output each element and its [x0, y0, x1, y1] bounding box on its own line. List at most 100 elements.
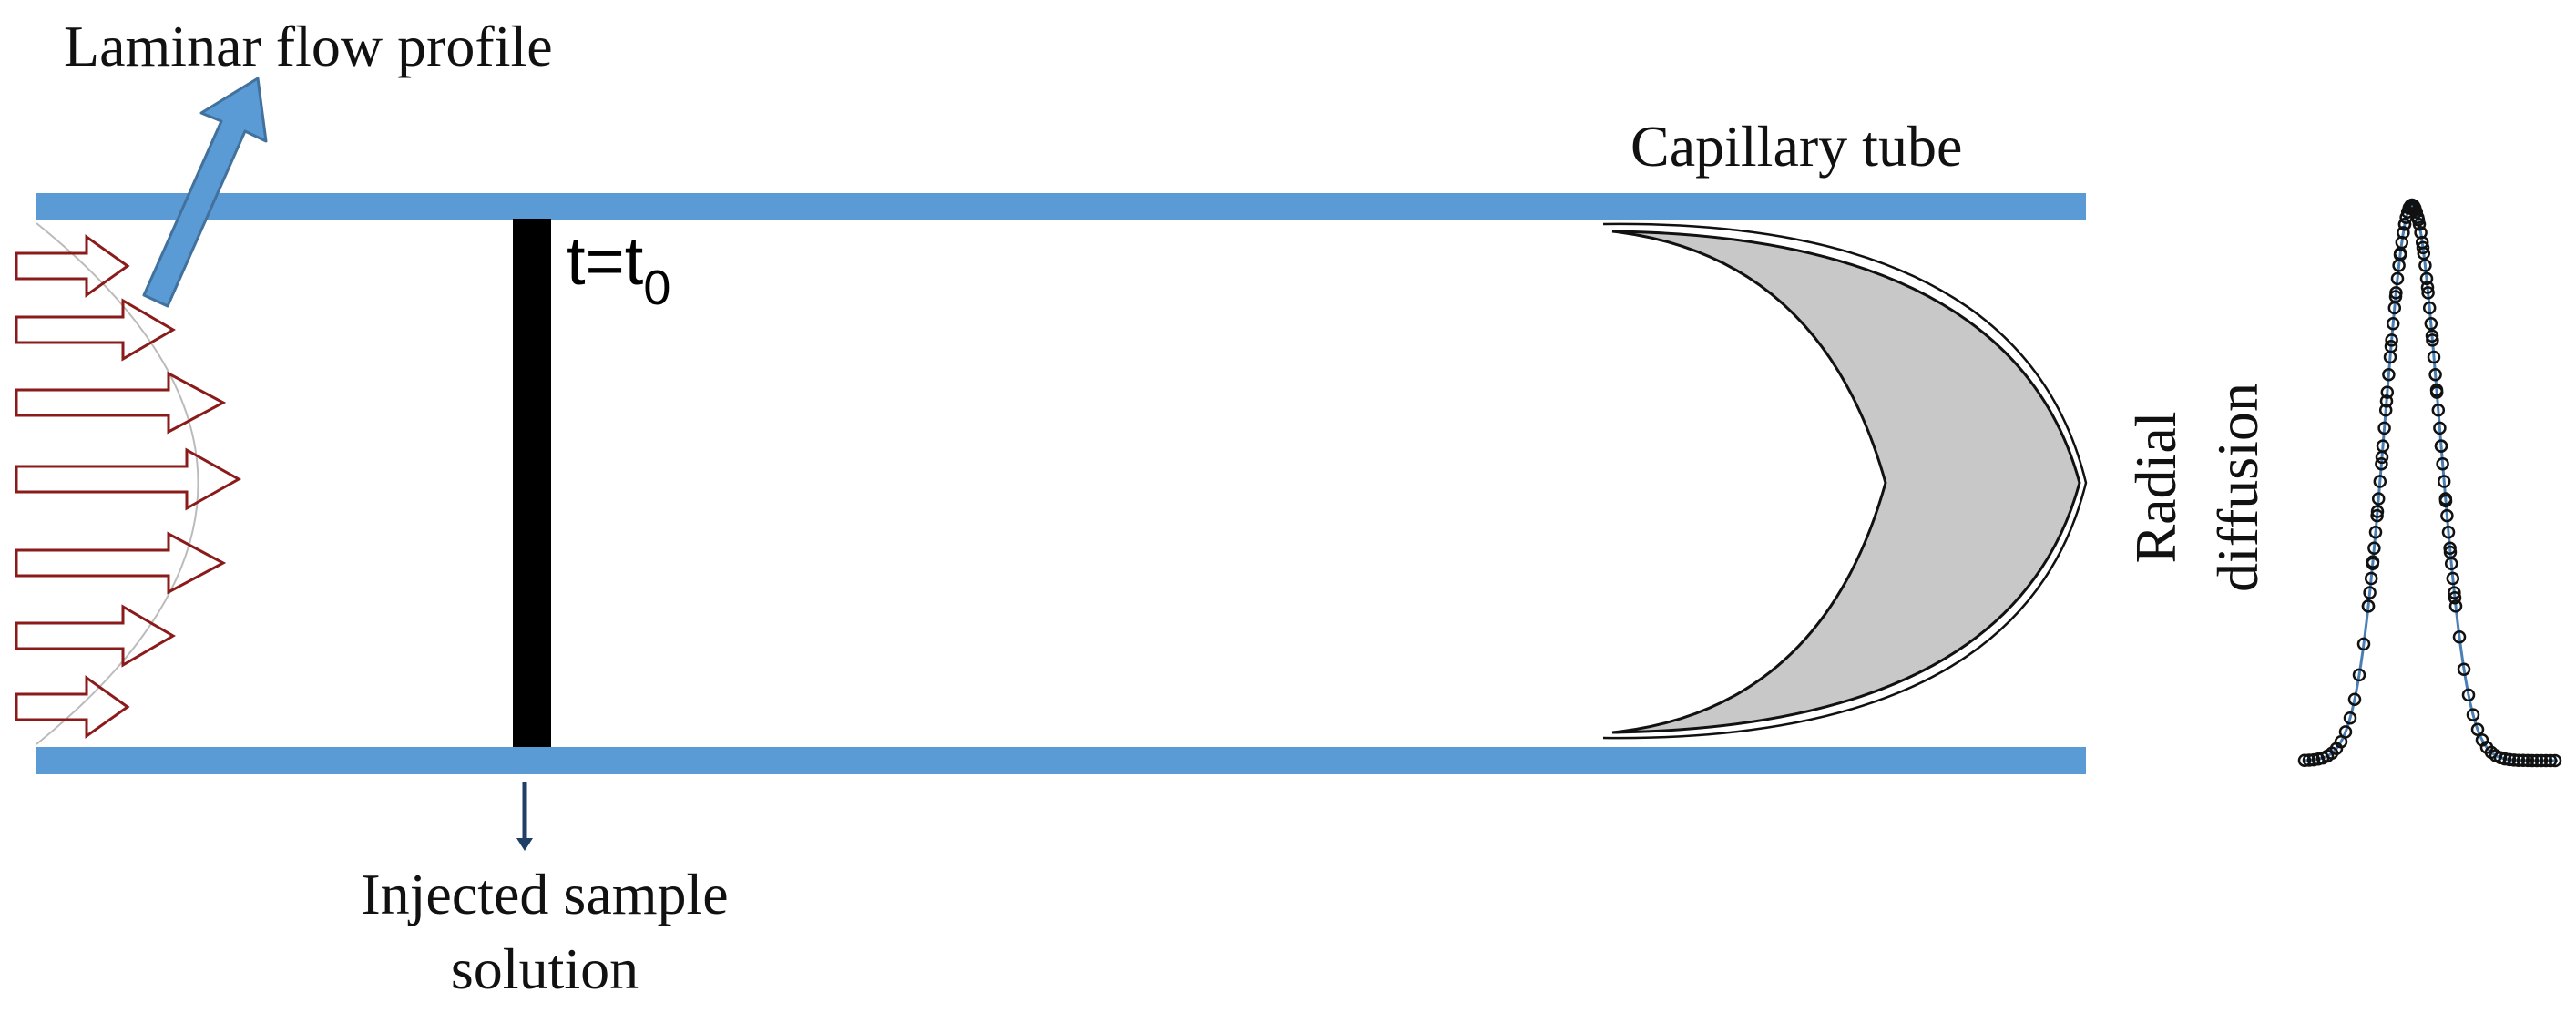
- flow-arrow-icon: [15, 531, 227, 595]
- peak-marker: [2386, 317, 2400, 331]
- peak-marker: [2367, 541, 2381, 556]
- peak-marker: [2434, 439, 2448, 453]
- peak-marker: [2419, 271, 2434, 286]
- peak-marker: [2436, 456, 2449, 471]
- peak-marker: [2516, 753, 2530, 768]
- peak-marker: [2416, 240, 2430, 255]
- peak-marker: [2387, 301, 2402, 315]
- peak-marker: [2470, 722, 2485, 737]
- radial-label: Radial: [2123, 411, 2188, 563]
- peak-marker: [2379, 394, 2394, 408]
- flow-arrows: [15, 234, 242, 739]
- peak-marker: [2440, 508, 2454, 523]
- dispersed-band-outer-stroke: [1602, 222, 2088, 740]
- peak-marker: [2534, 753, 2549, 768]
- peak-marker: [2502, 752, 2517, 767]
- peak-marker: [2361, 599, 2376, 613]
- peak-marker: [2448, 599, 2463, 613]
- capillary-tube-label: Capillary tube: [1630, 114, 1962, 179]
- peak-marker: [2385, 333, 2398, 347]
- peak-marker: [2548, 753, 2562, 768]
- peak-marker: [2427, 350, 2441, 364]
- pointer-arrow-icon: [142, 77, 268, 308]
- peak-marker: [2373, 475, 2387, 488]
- peak-marker: [2343, 711, 2357, 725]
- peak-marker: [2297, 753, 2312, 767]
- peak-marker: [2368, 525, 2383, 539]
- peak-marker: [2422, 301, 2437, 315]
- peak-marker: [2539, 753, 2553, 768]
- peak-marker: [2347, 692, 2362, 706]
- peak-marker: [2461, 688, 2476, 702]
- peak-marker: [2417, 246, 2431, 261]
- peak-marker: [2457, 662, 2471, 676]
- peak-marker: [2418, 259, 2432, 272]
- peak-marker: [2429, 385, 2444, 399]
- peak-marker: [2431, 403, 2446, 417]
- peak-marker: [2366, 557, 2380, 570]
- parabolic-profile-curve: [36, 222, 199, 745]
- injected-sample-label-line1: Injected sample: [361, 862, 728, 926]
- peak-marker: [2543, 753, 2558, 768]
- peak-marker: [2412, 218, 2427, 231]
- peak-marker: [2411, 210, 2425, 224]
- peak-marker: [2448, 590, 2462, 605]
- flow-arrow-icon: [15, 675, 130, 739]
- flow-arrow-icon: [15, 447, 242, 511]
- peak-marker: [2356, 637, 2371, 651]
- tube-bottom-wall: [36, 747, 2086, 774]
- peak-marker: [2383, 350, 2397, 364]
- flow-arrow-icon: [15, 371, 227, 435]
- peak-marker: [2448, 586, 2461, 599]
- injected-sample-label-line2: solution: [451, 936, 639, 1001]
- time-marker-label: t=t0: [567, 223, 670, 315]
- peak-marker: [2371, 492, 2386, 506]
- peak-marker: [2409, 205, 2424, 220]
- peak-marker: [2375, 456, 2388, 471]
- peak-marker: [2511, 753, 2526, 767]
- peak-marker: [2392, 259, 2406, 272]
- peak-marker: [2420, 281, 2435, 294]
- peak-marker: [2452, 629, 2467, 644]
- peak-marker: [2446, 571, 2460, 586]
- time-marker-base: t=t: [567, 223, 644, 299]
- peak-marker: [2507, 753, 2521, 767]
- peak-marker: [2397, 218, 2412, 231]
- peak-marker: [2530, 753, 2544, 768]
- peak-marker: [2302, 753, 2316, 767]
- peak-marker: [2382, 367, 2396, 382]
- flow-arrow-icon: [15, 298, 176, 362]
- peak-marker: [2363, 586, 2377, 599]
- peak-marker: [2438, 492, 2453, 506]
- peak-marker: [2370, 508, 2384, 523]
- peak-marker: [2421, 286, 2435, 300]
- peak-marker: [2377, 421, 2391, 435]
- peak-marker: [2378, 403, 2393, 417]
- tube-top-wall: [36, 193, 2086, 220]
- peak-marker: [2441, 525, 2456, 539]
- peak-marker: [2380, 385, 2395, 399]
- peak-marker: [2525, 753, 2540, 768]
- peak-marker: [2376, 439, 2390, 453]
- flow-arrow-icon: [15, 234, 130, 298]
- flow-arrow-icon: [15, 604, 176, 668]
- peak-marker: [2437, 475, 2451, 488]
- peak-marker: [2443, 541, 2457, 556]
- peak-marker: [2338, 725, 2353, 739]
- peak-marker: [2352, 668, 2366, 682]
- peak-marker: [2364, 571, 2378, 586]
- peak-marker: [2390, 271, 2405, 286]
- peak-marker: [2389, 286, 2403, 300]
- peak-marker: [2520, 753, 2535, 768]
- dispersed-band: [1611, 230, 2081, 734]
- peak-marker: [2433, 421, 2447, 435]
- peak-marker: [2426, 333, 2439, 347]
- time-marker-subscript: 0: [643, 261, 670, 315]
- laminar-flow-label: Laminar flow profile: [64, 14, 553, 78]
- injection-arrow-icon: [516, 838, 533, 851]
- sample-plug: [513, 219, 551, 747]
- peak-marker: [2397, 226, 2410, 240]
- peak-marker: [2466, 708, 2480, 721]
- gaussian-peak-icon: [2297, 198, 2562, 768]
